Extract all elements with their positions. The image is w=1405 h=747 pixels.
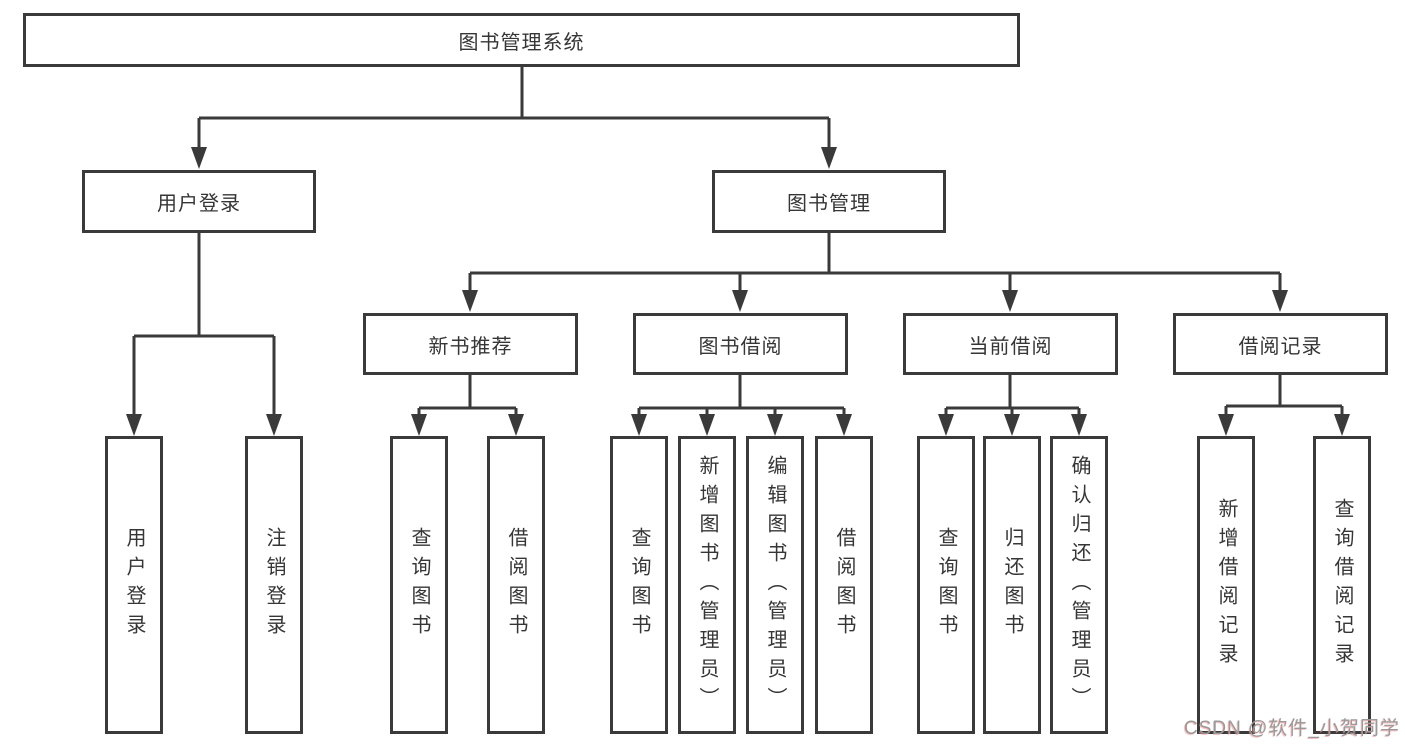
- arrowhead: [191, 147, 207, 169]
- arrowhead: [732, 290, 748, 312]
- watermark: CSDN @软件_小贺同学: [1184, 718, 1400, 739]
- leaf-bb-edit-book-label: 编辑图书（管理员）: [764, 454, 786, 716]
- node-book-borrow: 图书借阅: [633, 313, 848, 375]
- arrowhead: [699, 414, 715, 436]
- node-user-login: 用户登录: [82, 170, 316, 233]
- arrowheads: [126, 147, 1350, 436]
- leaf-bb-edit-book: 编辑图书（管理员）: [746, 436, 804, 734]
- leaf-bb-add-book-label: 新增图书（管理员）: [696, 454, 718, 716]
- leaf-bb-borrow-book-label: 借阅图书: [833, 527, 855, 643]
- leaf-nbr-borrow-book-label: 借阅图书: [505, 527, 527, 643]
- leaf-cb-query-book: 查询图书: [917, 436, 975, 734]
- leaf-nbr-borrow-book: 借阅图书: [487, 436, 545, 734]
- node-book-manage-label: 图书管理: [787, 193, 871, 215]
- arrowhead: [462, 290, 478, 312]
- node-new-book-rec: 新书推荐: [363, 313, 578, 375]
- arrowhead: [411, 414, 427, 436]
- leaf-br-add-record: 新增借阅记录: [1197, 436, 1255, 734]
- node-book-manage: 图书管理: [712, 170, 946, 233]
- node-user-login-label: 用户登录: [157, 193, 241, 215]
- connector-lines: [132, 67, 1344, 416]
- arrowhead: [1071, 414, 1087, 436]
- leaf-user-login: 用户登录: [105, 436, 163, 734]
- leaf-bb-query-book-label: 查询图书: [628, 527, 650, 643]
- leaf-logout-label: 注销登录: [263, 527, 285, 643]
- arrowhead: [938, 414, 954, 436]
- node-current-borrow-label: 当前借阅: [968, 335, 1053, 358]
- leaf-logout: 注销登录: [245, 436, 303, 734]
- node-root-label: 图书管理系统: [458, 31, 585, 54]
- arrowhead: [126, 414, 142, 436]
- leaf-user-login-label: 用户登录: [123, 527, 145, 643]
- node-current-borrow: 当前借阅: [903, 313, 1118, 375]
- leaf-bb-add-book: 新增图书（管理员）: [678, 436, 736, 734]
- leaf-br-add-record-label: 新增借阅记录: [1215, 498, 1237, 672]
- arrowhead: [1272, 290, 1288, 312]
- leaf-cb-confirm-return-label: 确认归还（管理员）: [1068, 454, 1090, 716]
- node-root: 图书管理系统: [23, 13, 1020, 67]
- node-book-borrow-label: 图书借阅: [698, 335, 783, 358]
- node-borrow-record: 借阅记录: [1173, 313, 1388, 375]
- arrowhead: [631, 414, 647, 436]
- arrowhead: [1004, 414, 1020, 436]
- arrowhead: [767, 414, 783, 436]
- leaf-nbr-query-book-label: 查询图书: [408, 527, 430, 643]
- leaf-cb-return-book-label: 归还图书: [1001, 527, 1023, 643]
- leaf-cb-return-book: 归还图书: [983, 436, 1041, 734]
- arrowhead: [821, 147, 837, 169]
- leaf-cb-confirm-return: 确认归还（管理员）: [1050, 436, 1108, 734]
- leaf-cb-query-book-label: 查询图书: [935, 527, 957, 643]
- arrowhead: [266, 414, 282, 436]
- leaf-br-query-record-label: 查询借阅记录: [1331, 498, 1353, 672]
- node-new-book-rec-label: 新书推荐: [428, 335, 513, 358]
- arrowhead: [1002, 290, 1018, 312]
- arrowhead: [508, 414, 524, 436]
- arrowhead: [1218, 414, 1234, 436]
- arrowhead: [836, 414, 852, 436]
- leaf-nbr-query-book: 查询图书: [390, 436, 448, 734]
- leaf-bb-query-book: 查询图书: [610, 436, 668, 734]
- node-borrow-record-label: 借阅记录: [1238, 335, 1323, 358]
- arrowhead: [1334, 414, 1350, 436]
- leaf-bb-borrow-book: 借阅图书: [815, 436, 873, 734]
- leaf-br-query-record: 查询借阅记录: [1313, 436, 1371, 734]
